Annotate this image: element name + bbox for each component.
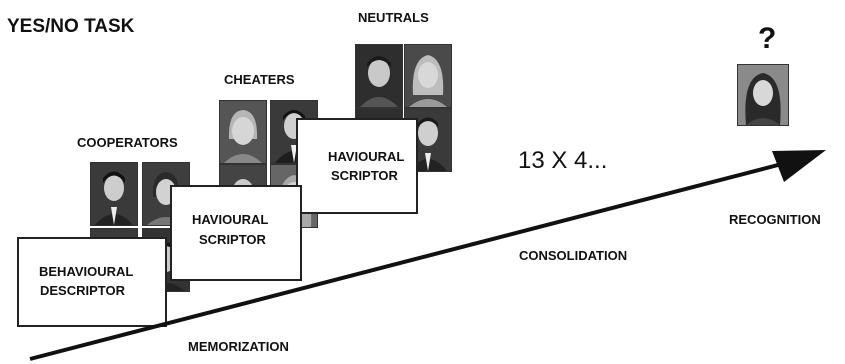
question-mark: ? [758, 22, 777, 55]
recognition-face-photo [737, 64, 789, 126]
descriptor-line2: DESCRIPTOR [40, 283, 125, 298]
consolidation-label: CONSOLIDATION [519, 248, 628, 263]
cheaters-label: CHEATERS [224, 72, 295, 87]
face-photo [404, 44, 452, 108]
descriptor-line1: HAVIOURAL [328, 149, 405, 164]
recognition-label: RECOGNITION [729, 212, 821, 227]
task-title: YES/NO TASK [7, 16, 135, 37]
descriptor-line2: SCRIPTOR [331, 168, 398, 183]
behavioural-descriptor-box-cheaters: HAVIOURAL SCRIPTOR [170, 185, 302, 281]
neutrals-label: NEUTRALS [358, 10, 429, 25]
behavioural-descriptor-box-cooperators: BEHAVIOURAL DESCRIPTOR [17, 237, 167, 327]
cooperators-label: COOPERATORS [77, 135, 178, 150]
descriptor-line1: BEHAVIOURAL [39, 264, 134, 279]
descriptor-line1: HAVIOURAL [192, 212, 269, 227]
face-photo [219, 100, 267, 164]
memorization-label: MEMORIZATION [188, 339, 289, 354]
repetitions-label: 13 X 4... [518, 147, 608, 174]
behavioural-descriptor-box-neutrals: HAVIOURAL SCRIPTOR [296, 118, 418, 214]
face-photo [355, 44, 403, 108]
descriptor-line2: SCRIPTOR [199, 232, 266, 247]
face-photo [90, 162, 138, 226]
